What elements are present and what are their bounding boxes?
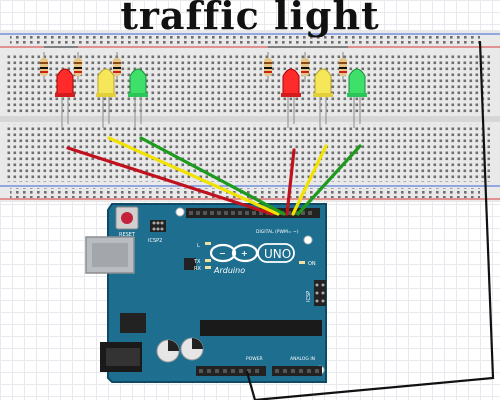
wire-yellow-left <box>107 136 280 216</box>
resistor-left-3 <box>113 52 121 82</box>
power-header <box>196 366 266 376</box>
led-rx-label: RX <box>194 266 201 272</box>
svg-text:−: − <box>219 249 226 258</box>
icsp2-label: ICSP2 <box>148 238 162 244</box>
icsp-header <box>314 280 326 306</box>
wire-red-right <box>285 148 296 216</box>
led-green-left <box>128 68 148 128</box>
led-l-label: L <box>197 243 200 249</box>
led-tx-label: TX <box>193 259 201 265</box>
wire-ground <box>245 40 495 400</box>
resistor-right-1 <box>264 52 272 82</box>
icsp2-header <box>150 220 166 232</box>
led-yellow-right <box>313 68 333 128</box>
svg-text:+: + <box>241 249 248 258</box>
wire-red-left <box>66 146 274 216</box>
wire-green-right <box>296 144 362 216</box>
breadboard <box>0 30 500 202</box>
voltage-regulator <box>120 313 146 333</box>
on-label: ON <box>308 261 316 267</box>
reset-button[interactable] <box>115 206 139 230</box>
resistor-right-2 <box>301 52 309 82</box>
led-red-right <box>281 68 301 128</box>
reset-label: RESET <box>119 232 136 238</box>
resistor-left-2 <box>74 52 82 82</box>
power-label: POWER <box>246 356 263 362</box>
wire-green-left <box>139 136 286 216</box>
led-group-right <box>264 46 367 128</box>
analog-label: ANALOG IN <box>290 356 315 362</box>
led-yellow-left <box>96 68 116 128</box>
model-label: UNO <box>264 247 291 261</box>
led-red-left <box>55 68 75 128</box>
wire-yellow-right <box>291 144 328 216</box>
brand-label: Arduino <box>213 266 245 275</box>
led-green-right <box>347 68 367 128</box>
uno-badge: UNO <box>257 243 295 263</box>
wires <box>66 40 495 400</box>
icsp-label: ICSP <box>306 291 312 302</box>
digital-label: DIGITAL (PWM= ~) <box>256 229 299 235</box>
led-group-left <box>40 46 148 128</box>
resistor-left-1 <box>40 52 48 82</box>
small-chip <box>184 258 196 270</box>
page-title: traffic light <box>120 0 380 38</box>
microcontroller-chip <box>200 320 322 336</box>
resistor-right-3 <box>339 52 347 82</box>
analog-header <box>272 366 322 376</box>
arduino-logo: − + <box>209 243 259 263</box>
capacitors <box>156 337 204 363</box>
status-leds <box>205 242 305 269</box>
arduino-uno-board: RESET ICSP2 L TX <box>85 203 327 383</box>
